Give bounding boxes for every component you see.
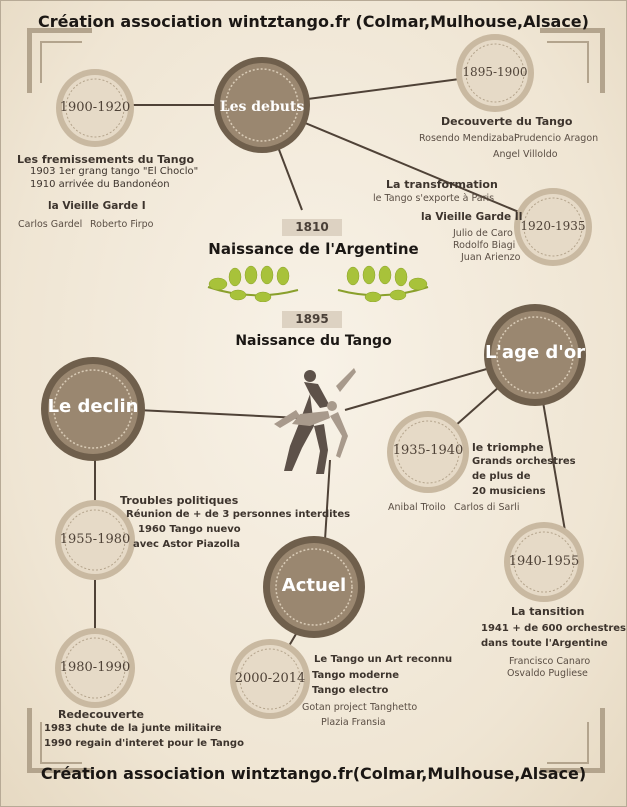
badge-1980 (55, 628, 135, 708)
badge-1895 (456, 34, 534, 112)
transformation-name1: Julio de Caro (453, 228, 513, 239)
transformation-sub: la Vieille Garde II (421, 211, 523, 223)
actuel-line1: Le Tango un Art reconnu (314, 654, 453, 665)
header-title-bottom: Création association wintztango.fr(Colma… (40, 764, 587, 783)
connector-dancers-actuel (324, 459, 331, 541)
troubles-line2: 1960 Tango nuevo (138, 524, 241, 535)
triomphe-line1: Grands orchestres (472, 456, 576, 467)
badge-declin-label: Le declin (47, 396, 139, 417)
badge-1940-label: 1940-1955 (508, 554, 580, 569)
badge-1955 (55, 500, 135, 580)
corner-ornament-bottom-right-inner (547, 722, 589, 764)
decouverte-name2: Prudencio Aragon (514, 133, 599, 144)
corner-ornament-top-right (540, 28, 605, 93)
fremissements-title: Les fremissements du Tango (17, 153, 194, 166)
corner-ornament-top-right-inner (547, 41, 589, 83)
year-box-1895: 1895 (282, 311, 342, 328)
badge-1920-label: 1920-1935 (520, 219, 586, 233)
fremissements-line1: 1903 1er grang tango "El Choclo" (30, 166, 199, 177)
redecouverte-line2: 1990 regain d'interet pour le Tango (44, 738, 244, 749)
transformation-name3: Juan Arienzo (461, 252, 521, 263)
badge-1900-label: 1900-1920 (59, 100, 131, 115)
transition-line2: dans toute l'Argentine (481, 638, 608, 649)
corner-ornament-bottom-right (540, 708, 605, 773)
decouverte-name3: Angel Villoldo (493, 149, 558, 160)
badge-2000 (230, 639, 310, 719)
transition-name2: Osvaldo Pugliese (507, 668, 588, 679)
redecouverte-title: Redecouverte (58, 708, 144, 721)
corner-ornament-bottom-left-inner (40, 722, 82, 764)
badge-1900 (56, 69, 134, 147)
actuel-line2: Tango moderne (312, 670, 399, 681)
triomphe-name1: Anibal Troilo (388, 502, 446, 513)
troubles-title: Troubles politiques (120, 494, 239, 507)
transformation-line1: le Tango s'exporte à Paris (373, 193, 495, 204)
actuel-name1: Gotan project (302, 702, 367, 713)
corner-ornament-top-left (27, 28, 92, 93)
corner-ornament-top-left-inner (40, 41, 82, 83)
badge-1940 (504, 522, 584, 602)
badge-1980-label: 1980-1990 (59, 660, 131, 675)
header-title-top: Création association wintztango.fr (Colm… (38, 12, 589, 31)
fremissements-sub: la Vieille Garde I (48, 200, 146, 212)
badge-2000-label: 2000-2014 (234, 671, 306, 686)
transition-name1: Francisco Canaro (509, 656, 591, 667)
title-naissance-argentine: Naissance de l'Argentine (208, 240, 419, 258)
troubles-line1: Réunion de + de 3 personnes interdites (126, 509, 351, 520)
badge-1935 (387, 411, 469, 493)
connector-debuts-1920 (261, 104, 551, 226)
transformation-title: La transformation (386, 178, 498, 191)
decouverte-title: Decouverte du Tango (441, 115, 573, 128)
transition-title: La tansition (511, 605, 585, 618)
badge-1935-label: 1935-1940 (392, 443, 464, 458)
title-naissance-tango: Naissance du Tango (235, 333, 392, 349)
triomphe-name2: Carlos di Sarli (454, 502, 520, 513)
tango-dancers-illustration (274, 368, 356, 474)
badge-agedor (484, 304, 586, 406)
triomphe-title: le triomphe (472, 441, 544, 454)
actuel-name3: Plazia Fransia (321, 717, 386, 728)
badge-actuel-label: Actuel (281, 575, 347, 596)
badge-debuts-label: Les debuts (219, 99, 305, 115)
troubles-line3: avec Astor Piazolla (133, 539, 241, 550)
badge-1895-label: 1895-1900 (462, 65, 528, 79)
actuel-name2: Tanghetto (370, 702, 418, 713)
decouverte-name1: Rosendo Mendizabal (419, 133, 517, 144)
corner-ornament-bottom-left (27, 708, 92, 773)
fremissements-name2: Roberto Firpo (90, 219, 154, 230)
laurel-branch-icon (207, 265, 429, 302)
fremissements-name1: Carlos Gardel (18, 219, 83, 230)
year-box-1810: 1810 (282, 219, 342, 236)
badge-agedor-label: L'age d'or (484, 342, 586, 363)
triomphe-line2: de plus de (472, 471, 531, 482)
triomphe-line3: 20 musiciens (472, 486, 546, 497)
transition-line1: 1941 + de 600 orchestres (481, 623, 626, 634)
badge-actuel (263, 536, 365, 638)
redecouverte-line1: 1983 chute de la junte militaire (44, 723, 222, 734)
badge-1955-label: 1955-1980 (59, 532, 131, 547)
badge-debuts (214, 57, 310, 153)
actuel-line3: Tango electro (312, 685, 389, 696)
transformation-name2: Rodolfo Biagi (453, 240, 516, 251)
badge-1920 (514, 188, 592, 266)
fremissements-line2: 1910 arrivée du Bandonéon (30, 179, 170, 190)
badge-declin (41, 357, 145, 461)
